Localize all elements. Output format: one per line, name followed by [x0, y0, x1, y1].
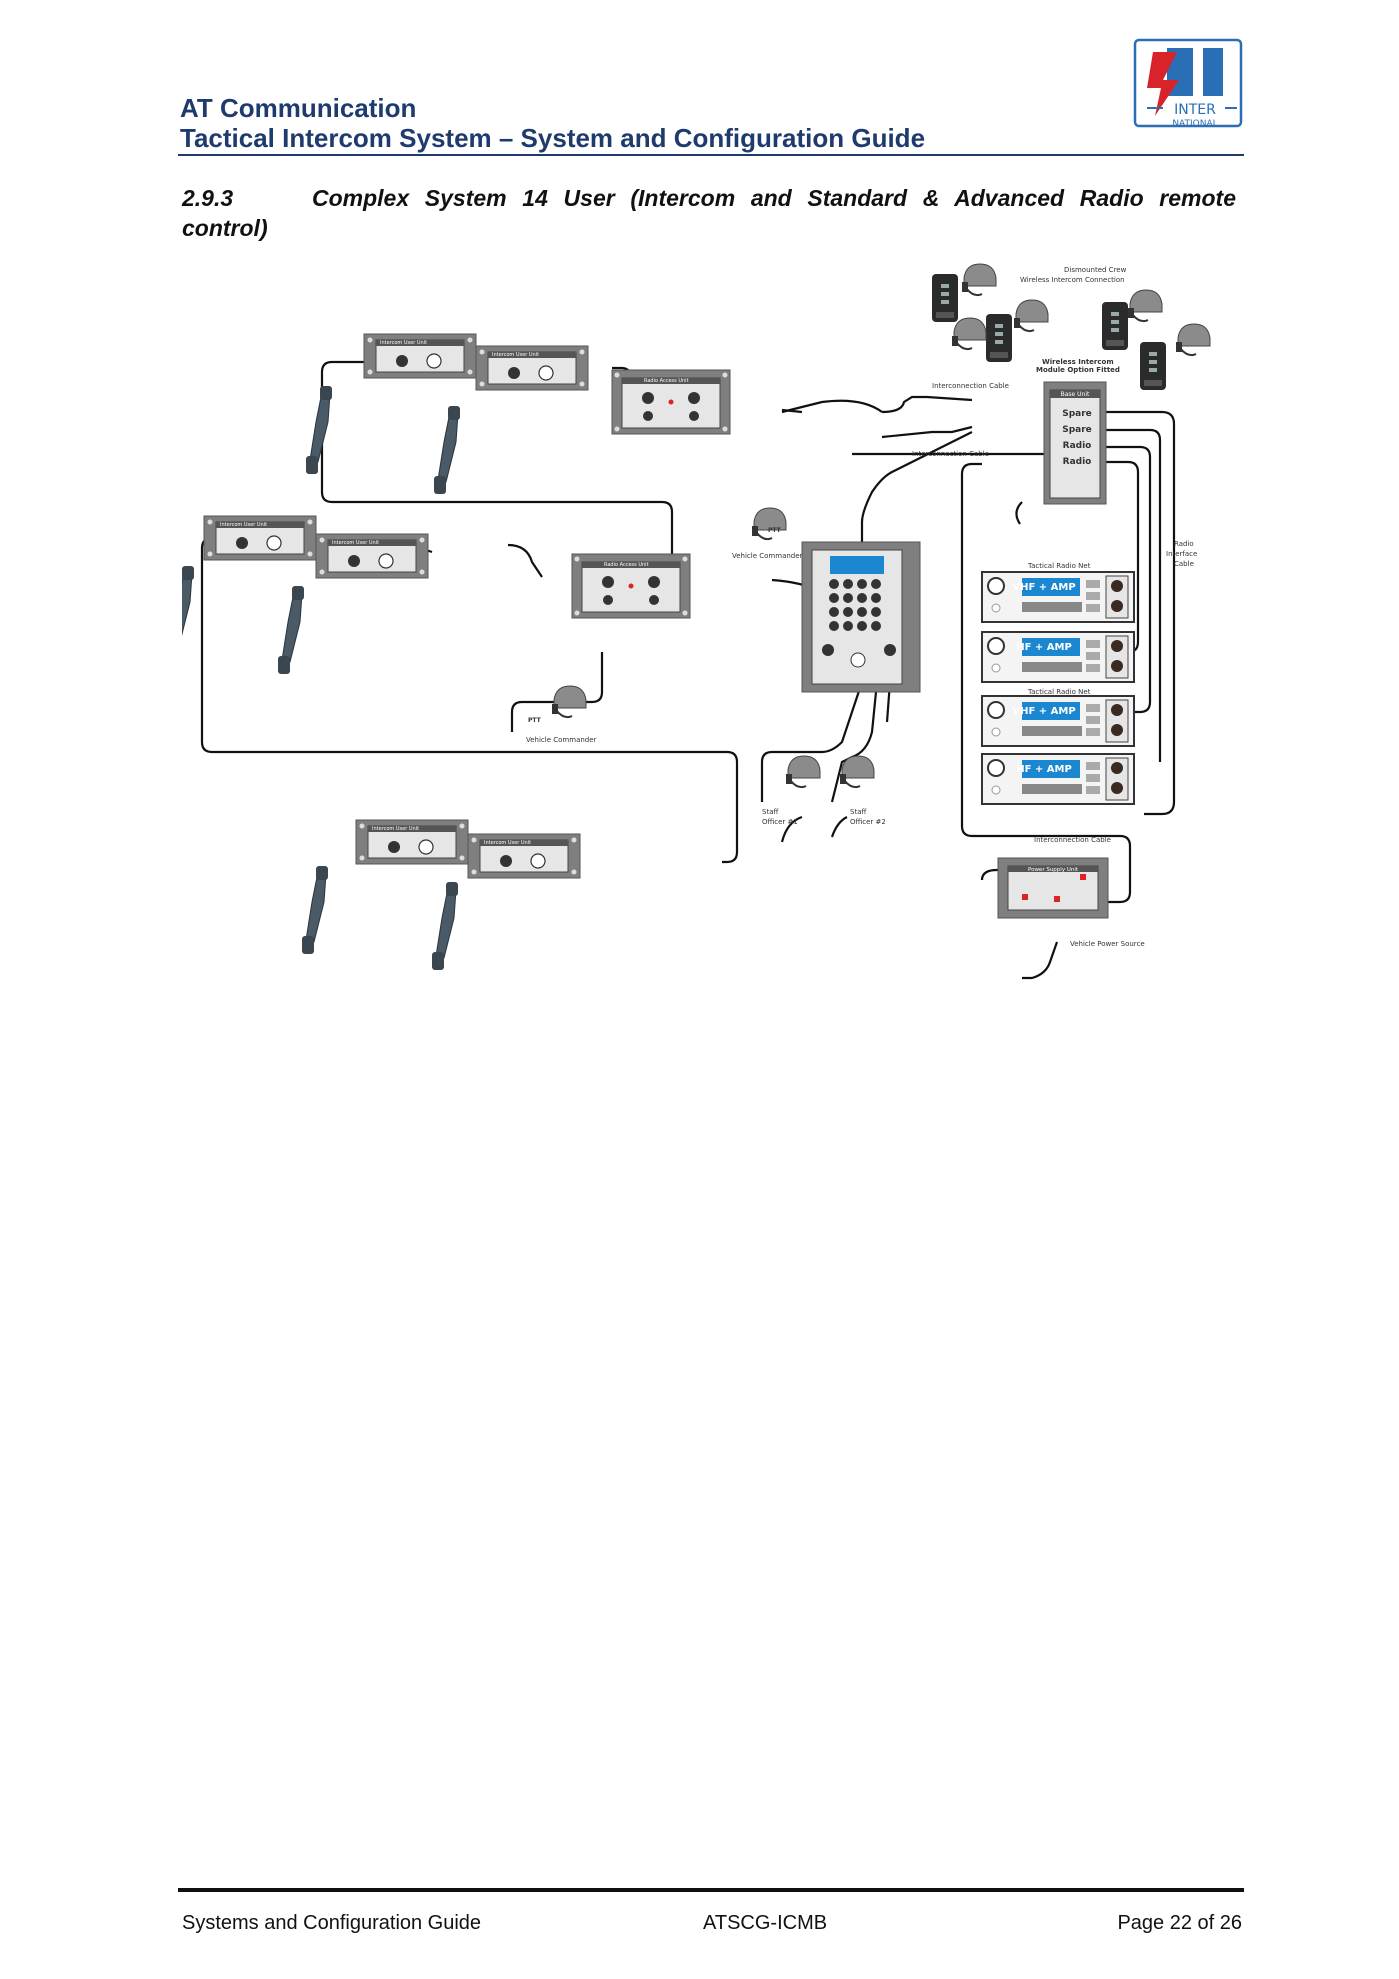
label-interconnection-2: Interconnection Cable [912, 450, 989, 458]
label-rau-1: Radio Access Unit [644, 378, 689, 384]
label-radio-interface2: Interface [1166, 550, 1197, 558]
header-rule [178, 154, 1244, 156]
radio-vhf2-label: VHF + AMP [1012, 706, 1075, 717]
radio-vhf1-label: VHF + AMP [1012, 582, 1075, 593]
psu-label: Power Supply Unit [1028, 867, 1079, 873]
label-staff1b: Officer #1 [762, 818, 798, 826]
label-iuu-5: Intercom User Unit [372, 826, 419, 832]
radio-hf1-label: HF + AMP [1016, 642, 1072, 653]
label-interconnection-1: Interconnection Cable [932, 382, 1009, 390]
label-tactical-net2: Tactical Radio Net [1027, 688, 1091, 696]
label-staff2a: Staff [850, 808, 866, 816]
company-logo: INTER NATIONAL [1133, 38, 1243, 129]
base-unit-label: Base Unit [1061, 391, 1090, 398]
label-iuu-4: Intercom User Unit [332, 540, 379, 546]
label-rau-2: Radio Access Unit [604, 562, 649, 568]
label-staff2b: Officer #2 [850, 818, 886, 826]
label-vehicle-commander1: Vehicle Commander [732, 552, 803, 560]
label-wireless-module2: Module Option Fitted [1036, 366, 1120, 374]
logo-text-bottom: NATIONAL [1172, 119, 1217, 129]
label-radio-interface3: Cable [1174, 560, 1194, 568]
base-spare1-label: Spare [1062, 409, 1092, 419]
logo-text-top: INTER [1174, 102, 1216, 118]
section-title-line1: Complex System 14 User (Intercom and Sta… [312, 185, 1236, 211]
label-staff1a: Staff [762, 808, 778, 816]
label-iuu-2: Intercom User Unit [492, 352, 539, 358]
label-wireless-conn: Wireless Intercom Connection [1020, 276, 1125, 284]
label-dismounted: Dismounted Crew [1064, 266, 1127, 274]
label-vehicle-power: Vehicle Power Source [1070, 940, 1145, 948]
section-number: 2.9.3 [182, 185, 234, 211]
label-iuu-1: Intercom User Unit [380, 340, 427, 346]
label-ptt-2: PTT [528, 717, 542, 724]
label-interconnection-3: Interconnection Cable [1034, 836, 1111, 844]
label-iuu-6: Intercom User Unit [484, 840, 531, 846]
radio-hf2-label: HF + AMP [1016, 764, 1072, 775]
footer-left: Systems and Configuration Guide [182, 1912, 482, 1934]
section-title-line2: control) [182, 215, 268, 241]
base-radio2-label: Radio [1063, 457, 1092, 467]
header-doc-title: Tactical Intercom System – System and Co… [180, 123, 926, 153]
label-ptt-1: PTT [768, 527, 782, 534]
footer-rule [178, 1888, 1244, 1892]
base-radio1-label: Radio [1063, 441, 1092, 451]
label-iuu-3: Intercom User Unit [220, 522, 267, 528]
footer-page-number: Page 22 of 26 [1117, 1912, 1242, 1934]
label-vehicle-commander2: Vehicle Commander [526, 736, 597, 744]
label-wireless-module1: Wireless Intercom [1042, 358, 1114, 366]
base-spare2-label: Spare [1062, 425, 1092, 435]
section-heading: 2.9.3 Complex System 14 User (Intercom an… [182, 183, 1242, 243]
system-diagram: Base Unit Spare Spare Radio Radio VHF + … [182, 263, 1211, 980]
label-radio-interface1: Radio [1174, 540, 1194, 548]
label-tactical-net1: Tactical Radio Net [1027, 562, 1091, 570]
footer-center: ATSCG-ICMB [703, 1912, 828, 1934]
header-company: AT Communication [180, 93, 417, 123]
